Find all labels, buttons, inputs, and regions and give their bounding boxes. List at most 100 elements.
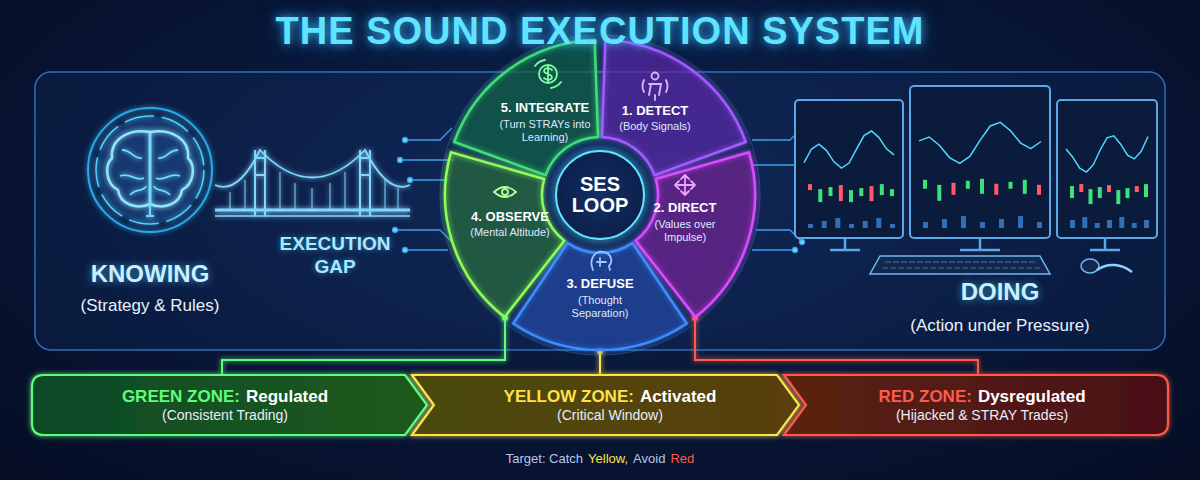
loop-step: 1. DETECT(Body Signals) xyxy=(605,103,705,134)
volume-bar xyxy=(1082,217,1087,228)
zone-leaders xyxy=(222,318,505,374)
zone-heading: GREEN ZONE:Regulated xyxy=(45,386,405,407)
side-note: (Action under Pressure) xyxy=(910,316,1090,336)
target-note: Target: CatchYellow,AvoidRed xyxy=(506,451,694,466)
trading-monitors xyxy=(1081,259,1099,273)
price-line xyxy=(919,122,1041,163)
candle xyxy=(890,189,894,196)
circuit-traces xyxy=(403,248,408,253)
zone-state: Regulated xyxy=(246,387,328,406)
candle xyxy=(1135,186,1139,192)
step-note: (Turn STRAYs into Learning) xyxy=(493,118,597,144)
side-note: (Strategy & Rules) xyxy=(81,296,220,316)
zone-bar xyxy=(784,375,1168,435)
candle xyxy=(1079,184,1083,192)
loop-hub: SES LOOP xyxy=(555,150,645,240)
volume-bar xyxy=(1070,220,1075,228)
step-title: 3. DEFUSE xyxy=(550,276,650,292)
volume-bar xyxy=(1144,220,1149,228)
circuit-traces xyxy=(800,240,805,245)
candle xyxy=(829,187,833,196)
candle xyxy=(994,184,998,195)
volume-bar xyxy=(980,222,985,228)
loop-step: 2. DIRECT (Values over Impulse) xyxy=(637,200,733,244)
trading-monitors xyxy=(830,238,1120,250)
volume-bar xyxy=(822,221,827,228)
segment-icons xyxy=(494,187,516,197)
zone-leaders xyxy=(599,351,601,374)
candle xyxy=(808,184,812,190)
brain-icon xyxy=(150,131,193,206)
volume-bar xyxy=(835,218,840,228)
zone-note: (Hijacked & STRAY Trades) xyxy=(802,407,1162,425)
segment-icons xyxy=(535,60,561,88)
volume-bar xyxy=(863,221,868,228)
segment-icons xyxy=(502,189,508,195)
candle xyxy=(1089,189,1093,204)
volume-bar xyxy=(1132,223,1137,228)
candle xyxy=(1098,187,1102,198)
candle xyxy=(880,184,884,195)
zone-bar xyxy=(412,375,799,435)
volume-bar xyxy=(999,219,1004,228)
candle xyxy=(839,185,843,201)
candle xyxy=(1126,188,1130,198)
bridge xyxy=(215,150,410,216)
bridge xyxy=(230,172,398,210)
segment-icons xyxy=(675,175,695,195)
step-note: (Mental Altitude) xyxy=(462,226,558,239)
volume-bar xyxy=(942,219,947,228)
target-word: Avoid xyxy=(633,451,665,466)
zone-state: Dysregulated xyxy=(978,387,1086,406)
volume-bar xyxy=(890,224,895,228)
zone-band: RED ZONE:Dysregulated(Hijacked & STRAY T… xyxy=(802,386,1162,425)
volume-bar xyxy=(961,216,966,228)
brain-icon xyxy=(96,116,204,224)
step-note: (Values over Impulse) xyxy=(637,218,733,244)
candle xyxy=(923,180,927,189)
circuit-traces xyxy=(393,228,398,233)
brain-icon xyxy=(88,108,212,232)
loop-step: 4. OBSERVE(Mental Altitude) xyxy=(462,209,558,240)
step-title: 4. OBSERVE xyxy=(462,209,558,225)
segment-icons xyxy=(643,73,668,101)
gap-label: EXECUTION GAP xyxy=(260,233,410,279)
step-title: 2. DIRECT xyxy=(637,200,733,216)
trading-monitors xyxy=(795,100,903,238)
side-heading: KNOWING xyxy=(91,260,210,288)
volume-bar xyxy=(1037,222,1042,228)
candle xyxy=(859,188,863,196)
brain-icon xyxy=(107,131,150,206)
segment-icons xyxy=(591,252,611,270)
step-title: 1. DETECT xyxy=(605,103,705,119)
bridge xyxy=(215,150,410,187)
candle xyxy=(1023,180,1027,194)
zone-note: (Consistent Trading) xyxy=(45,407,405,425)
candle xyxy=(937,185,941,201)
title: THE SOUND EXECUTION SYSTEM xyxy=(0,10,1200,53)
zone-name: YELLOW ZONE: xyxy=(504,387,634,406)
loop-segment-shape xyxy=(454,40,598,175)
segment-icons xyxy=(675,175,695,195)
candle xyxy=(1107,185,1111,192)
zone-bar xyxy=(32,375,1168,435)
panel-frame xyxy=(35,72,1165,350)
circuit-traces xyxy=(398,158,403,163)
volume-bar xyxy=(923,222,928,228)
trading-monitors xyxy=(795,86,1157,274)
volume-bar xyxy=(1018,216,1023,228)
segment-icons xyxy=(649,84,661,100)
candle xyxy=(1037,185,1041,195)
price-line xyxy=(804,131,894,168)
segment-icons xyxy=(544,66,552,82)
candle xyxy=(870,186,874,201)
candle xyxy=(980,179,984,194)
circuit-traces xyxy=(403,138,408,143)
volume-bar xyxy=(1107,220,1112,228)
step-title: 5. INTEGRATE xyxy=(493,100,597,116)
loop-ring xyxy=(445,40,755,350)
circuit-traces xyxy=(408,178,413,183)
candle xyxy=(1116,190,1120,204)
loop-segment-shape xyxy=(445,152,564,317)
